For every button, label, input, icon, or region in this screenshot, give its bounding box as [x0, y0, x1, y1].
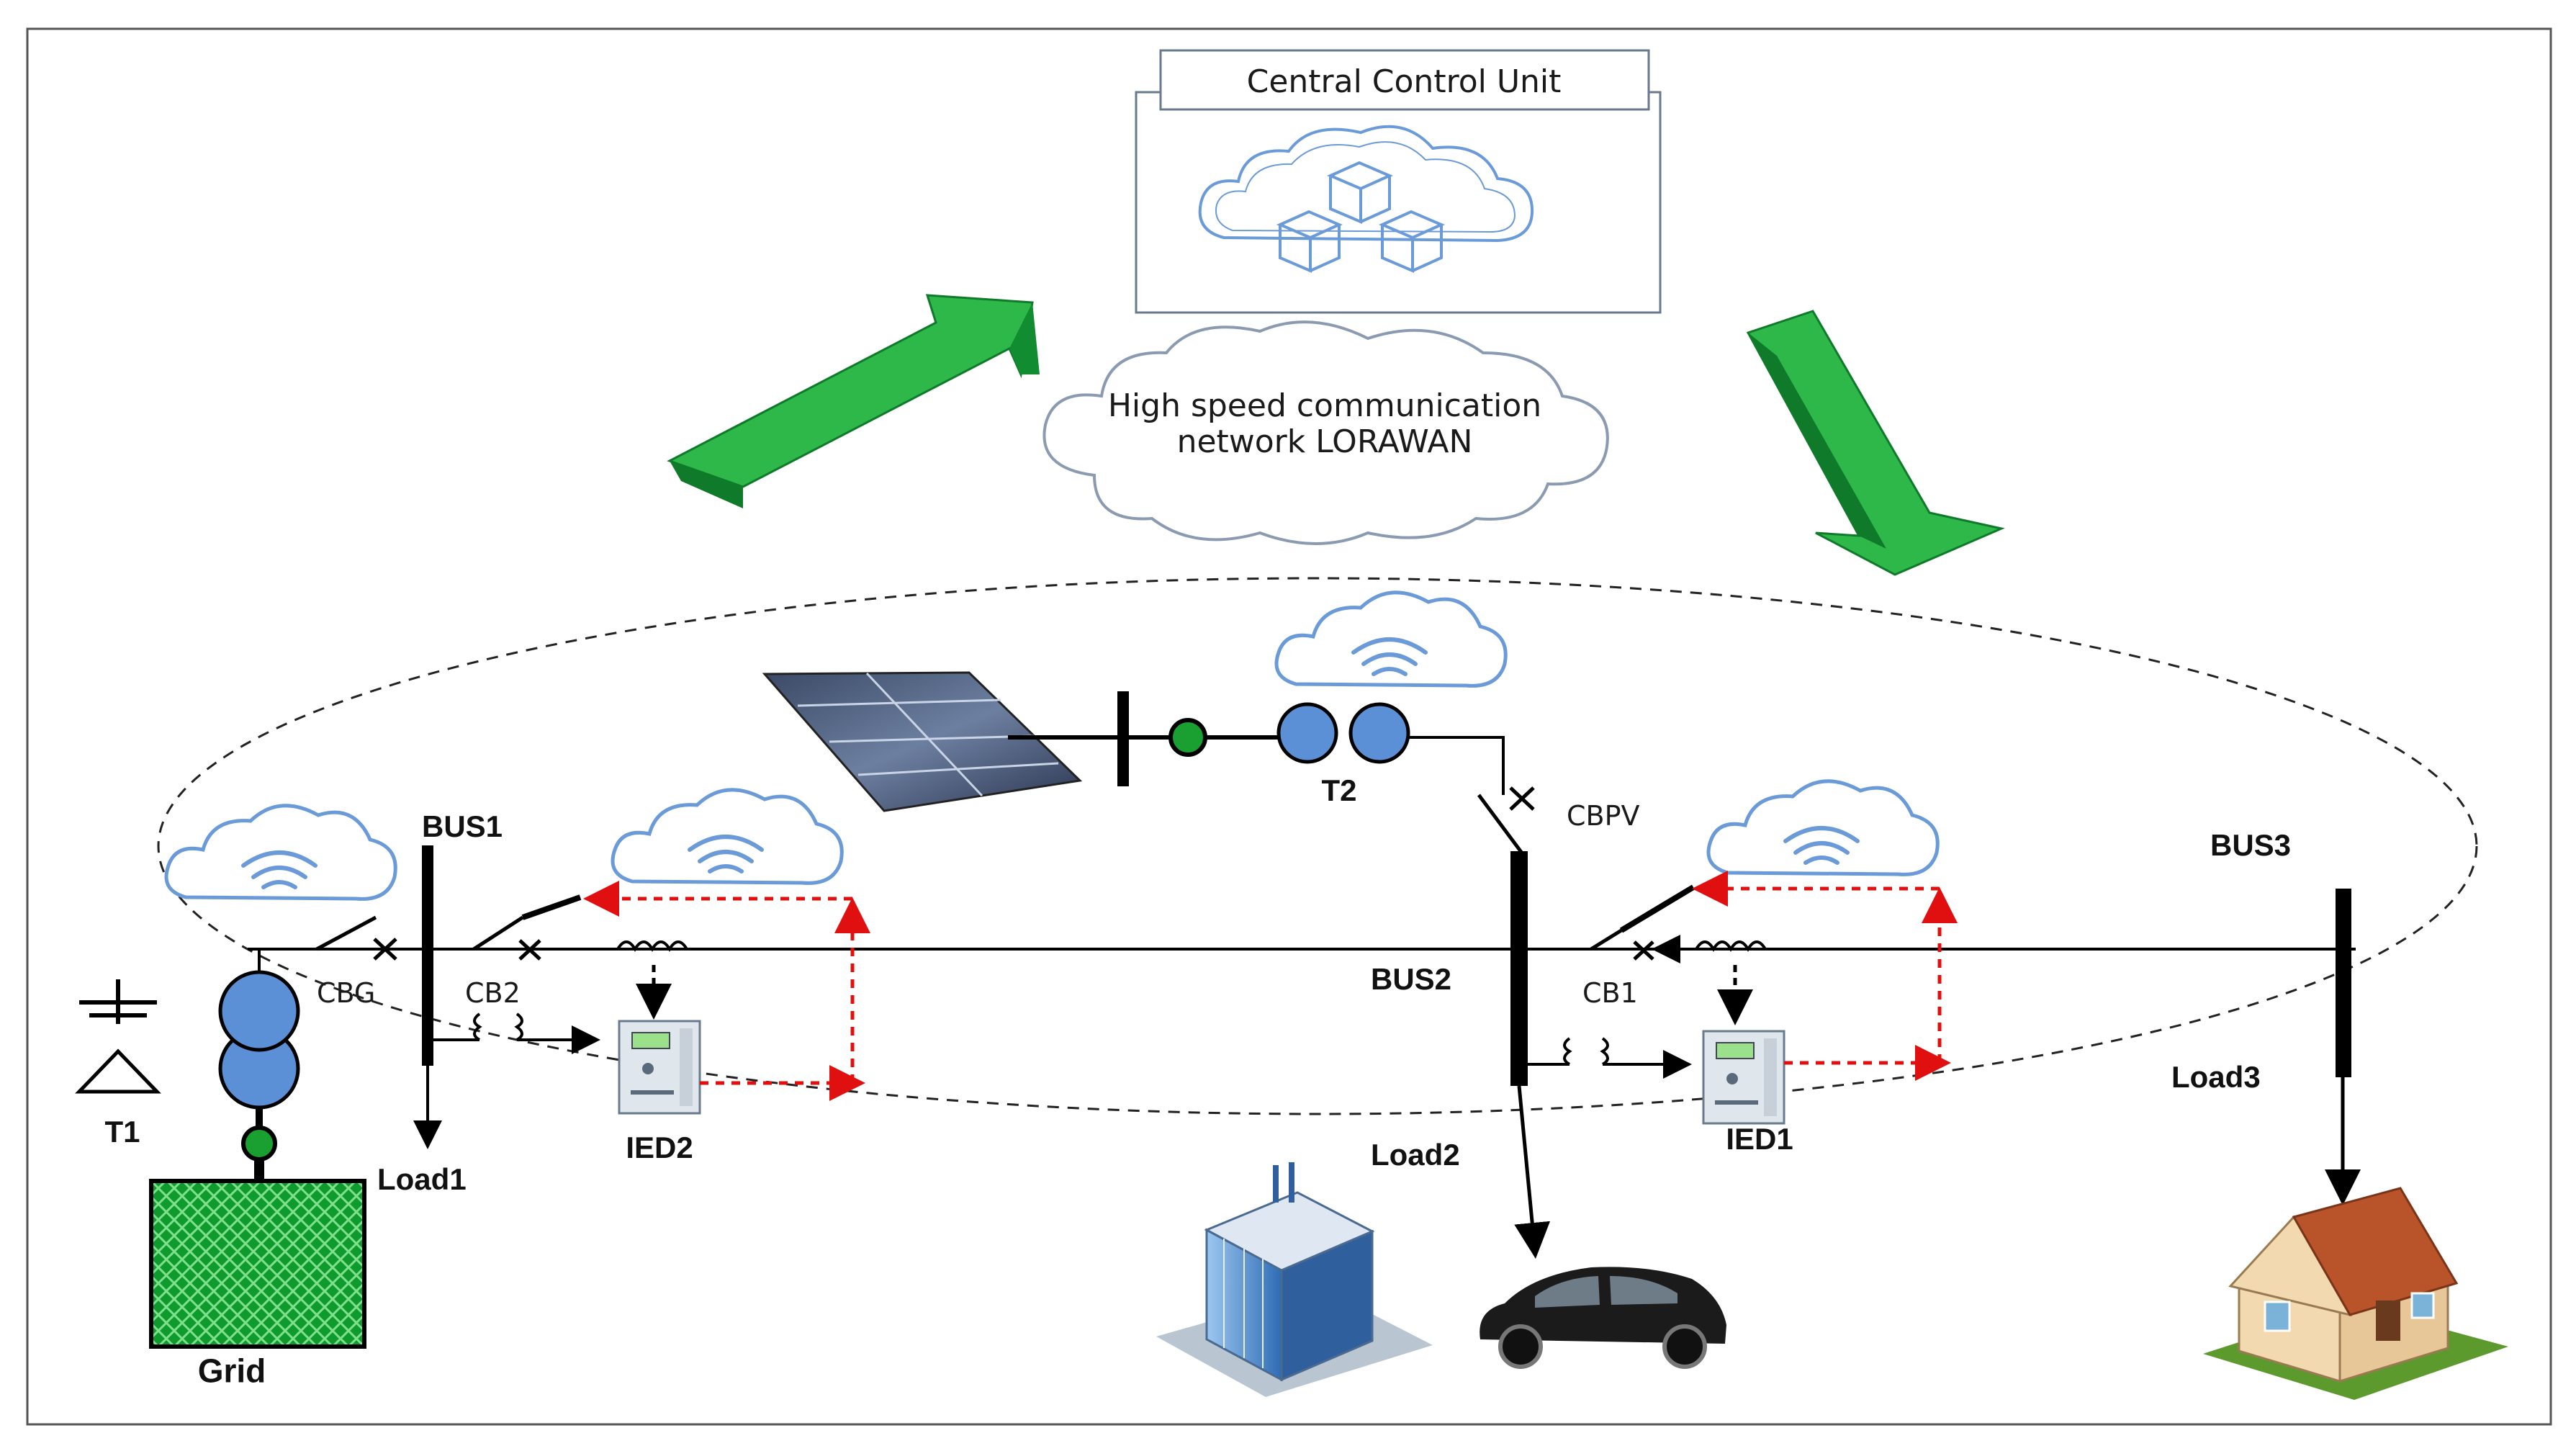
bus2 [1510, 851, 1528, 1086]
central-control-unit-title: Central Control Unit [1247, 63, 1562, 100]
t2-label: T2 [1321, 773, 1356, 807]
wifi-cloud-icon [611, 788, 844, 885]
cb2-trip-link [521, 894, 582, 920]
cbpv-x-icon [1509, 786, 1535, 811]
transformer-icon [1276, 702, 1410, 764]
grid-block [149, 1179, 366, 1349]
wifi-cloud-icon [1274, 590, 1508, 688]
ied-relay-icon [1702, 1030, 1785, 1125]
network-line-2: network LORAWAN [1177, 423, 1473, 460]
ied1-label: IED1 [1726, 1122, 1793, 1156]
t1-to-cbg-wire [258, 948, 302, 972]
house-icon [2203, 1187, 2508, 1400]
transformer-icon [218, 970, 300, 1110]
ground-icon [79, 979, 157, 1024]
bus3-label: BUS3 [2210, 828, 2291, 862]
ct-coil-icon [1695, 940, 1767, 952]
t1-label: T1 [104, 1115, 140, 1149]
cb2-blade [472, 915, 524, 951]
cb2-label: CB2 [465, 977, 521, 1009]
ct-coil-icon [616, 940, 688, 952]
grid-label: Grid [198, 1352, 266, 1389]
downlink-arrow [1746, 310, 2005, 576]
central-control-unit: Central Control Unit [1135, 49, 1662, 314]
delta-icon [75, 1048, 161, 1094]
generator-icon [1168, 718, 1207, 757]
cbg-blade [315, 915, 377, 951]
cbpv-wire [1408, 736, 1505, 795]
load3-label: Load3 [2171, 1060, 2261, 1094]
lorawan-network-cloud: High speed communication network LORAWAN [1042, 320, 1609, 545]
cb1-trip-link [1619, 884, 1695, 933]
grid-generator-icon [241, 1126, 277, 1162]
outer-frame [26, 27, 2552, 1426]
uplink-arrow [667, 294, 1040, 508]
vt-coil-icon [1528, 1037, 1609, 1066]
wifi-cloud-icon [164, 804, 397, 901]
load1-label: Load1 [377, 1162, 467, 1196]
cb1-label: CB1 [1582, 977, 1638, 1009]
cloud-server-icon [1198, 125, 1534, 274]
cbg-label: CBG [317, 977, 375, 1009]
bus3 [2336, 889, 2351, 1077]
bus1-label: BUS1 [422, 809, 503, 843]
cbpv-label: CBPV [1567, 800, 1640, 832]
cb2-x-icon [518, 939, 541, 961]
electric-car-icon [1480, 1267, 1726, 1369]
wifi-cloud-icon [1706, 779, 1940, 876]
load2-feeder [1514, 1085, 1551, 1259]
cb1-x-icon [1633, 940, 1654, 961]
ied2-label: IED2 [626, 1131, 693, 1164]
bus2-label: BUS2 [1371, 962, 1451, 996]
cb1-blade [1590, 928, 1623, 951]
ied-relay-icon [618, 1020, 701, 1115]
bus1 [422, 845, 433, 1066]
network-line-1: High speed communication [1108, 387, 1541, 424]
microgrid-boundary [157, 577, 2478, 1115]
office-building-icon [1156, 1162, 1433, 1397]
solar-panel-icon [762, 671, 1083, 812]
load2-label: Load2 [1371, 1138, 1460, 1172]
cbg-x-icon [373, 938, 397, 961]
vt-coil-icon [433, 1012, 523, 1041]
cbpv-blade [1477, 794, 1527, 858]
pv-bus [1117, 691, 1129, 786]
